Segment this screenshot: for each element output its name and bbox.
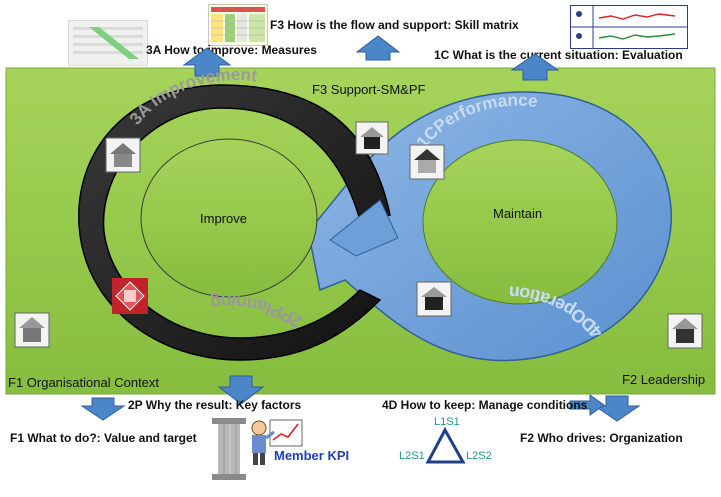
- up-arrow-measures: [182, 47, 232, 77]
- leadership-house-icon: [667, 313, 703, 349]
- down-arrow-key-factors: [217, 375, 265, 405]
- 3a-measures-label: 3A How to improve: Measures: [146, 43, 317, 57]
- right-arrow-manage-conditions: [569, 394, 605, 416]
- improve-loop: [78, 84, 399, 361]
- member-kpi-label: Member KPI: [274, 448, 350, 463]
- measures-chart-icon: [73, 27, 143, 59]
- up-arrow-evaluation: [510, 53, 560, 81]
- evaluation-chart-icon: [571, 6, 687, 48]
- measures-thumbnail: [68, 20, 148, 66]
- triangle-right-label: L2S2: [466, 450, 492, 462]
- skill-matrix-grid-icon: [211, 7, 265, 42]
- evaluation-thumbnail: [570, 5, 688, 49]
- performance-house-icon: [409, 144, 445, 180]
- down-arrow-organization: [593, 395, 641, 422]
- 2p-key-factors-label: 2P Why the result: Key factors: [128, 398, 302, 412]
- planning-diamond-icon: [112, 278, 148, 314]
- up-arrow-skill-matrix: [355, 35, 401, 61]
- level-triangle-icon: [425, 426, 466, 464]
- skill-matrix-thumbnail: [208, 4, 268, 46]
- improvement-house-icon: [105, 137, 141, 173]
- down-arrow-value-target: [80, 397, 126, 421]
- maintain-loop: [298, 91, 673, 362]
- 4d-manage-conditions-label: 4D How to keep: Manage conditions: [382, 398, 588, 412]
- support-house-icon-top: [355, 121, 389, 155]
- improve-center-label: Improve: [200, 211, 247, 226]
- f1-context-label: F1 Organisational Context: [8, 375, 160, 390]
- context-house-icon: [14, 312, 50, 348]
- f2-leadership-label: F2 Leadership: [622, 372, 706, 387]
- f2-organization-label: F2 Who drives: Organization: [520, 431, 683, 445]
- f3-support-label: F3 Support-SM&PF: [312, 82, 426, 97]
- f1-value-target-label: F1 What to do?: Value and target: [10, 431, 197, 445]
- pillar-icon: [212, 418, 246, 480]
- member-kpi-presenter-icon: [251, 419, 303, 465]
- triangle-top-label: L1S1: [434, 416, 460, 428]
- 1c-evaluation-label: 1C What is the current situation: Evalua…: [434, 48, 683, 62]
- maintain-center-label: Maintain: [493, 206, 543, 221]
- triangle-left-label: L2S1: [399, 450, 425, 462]
- operation-house-icon: [416, 281, 452, 317]
- f3-skill-matrix-label: F3 How is the flow and support: Skill ma…: [270, 18, 519, 32]
